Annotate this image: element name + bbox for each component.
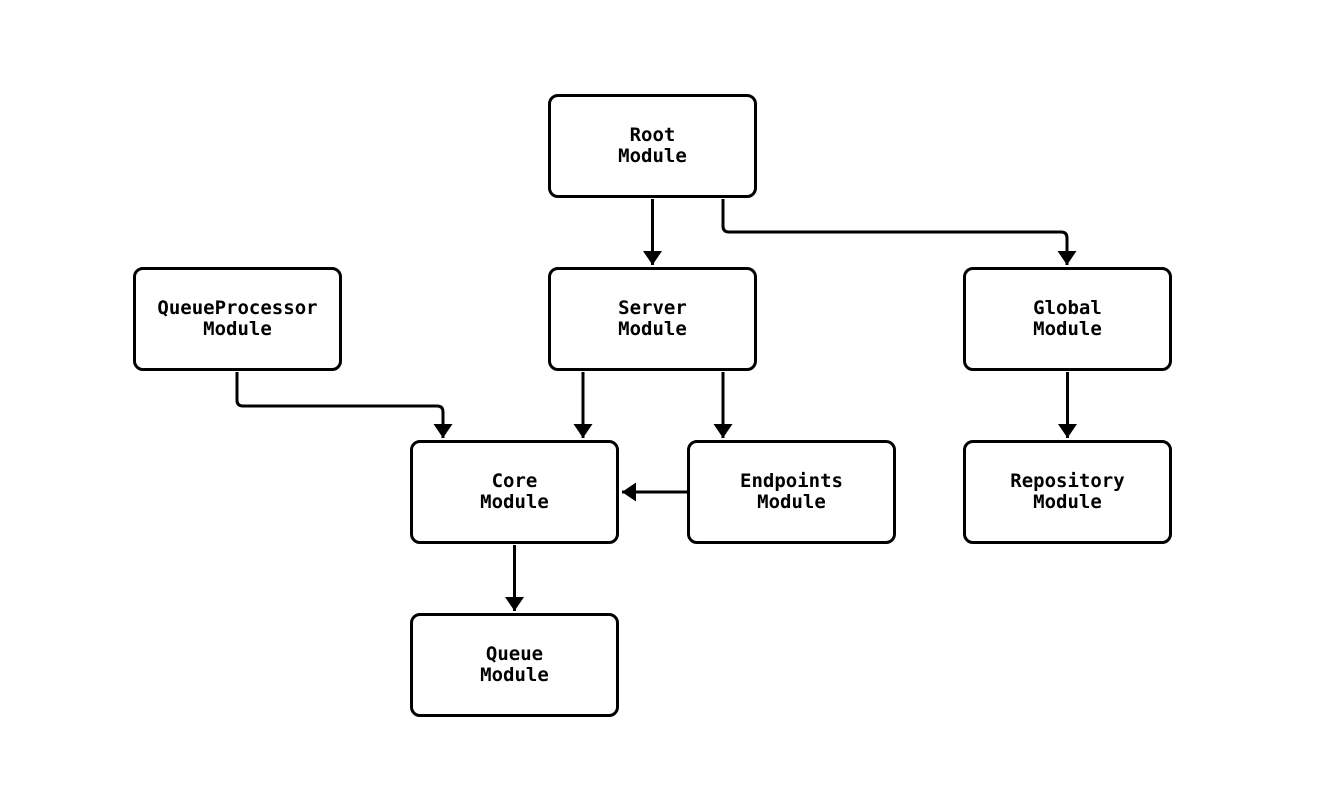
node-queueprocessor-module-label: QueueProcessor Module [157, 297, 318, 340]
node-server-module-label: Server Module [618, 297, 687, 340]
node-queueprocessor-module[interactable]: QueueProcessor Module [133, 267, 342, 371]
edge-queueprocessor-to-core [235, 372, 453, 438]
node-root-module-label: Root Module [618, 124, 687, 167]
node-endpoints-module[interactable]: Endpoints Module [687, 440, 896, 544]
node-core-module[interactable]: Core Module [410, 440, 619, 544]
node-server-module[interactable]: Server Module [548, 267, 757, 371]
node-core-module-label: Core Module [480, 470, 549, 513]
node-endpoints-module-label: Endpoints Module [740, 470, 843, 513]
node-queue-module[interactable]: Queue Module [410, 613, 619, 717]
edge-root-to-global [721, 199, 1077, 265]
node-repository-module[interactable]: Repository Module [963, 440, 1172, 544]
node-global-module-label: Global Module [1033, 297, 1102, 340]
node-queue-module-label: Queue Module [480, 643, 549, 686]
node-root-module[interactable]: Root Module [548, 94, 757, 198]
node-global-module[interactable]: Global Module [963, 267, 1172, 371]
node-repository-module-label: Repository Module [1010, 470, 1125, 513]
